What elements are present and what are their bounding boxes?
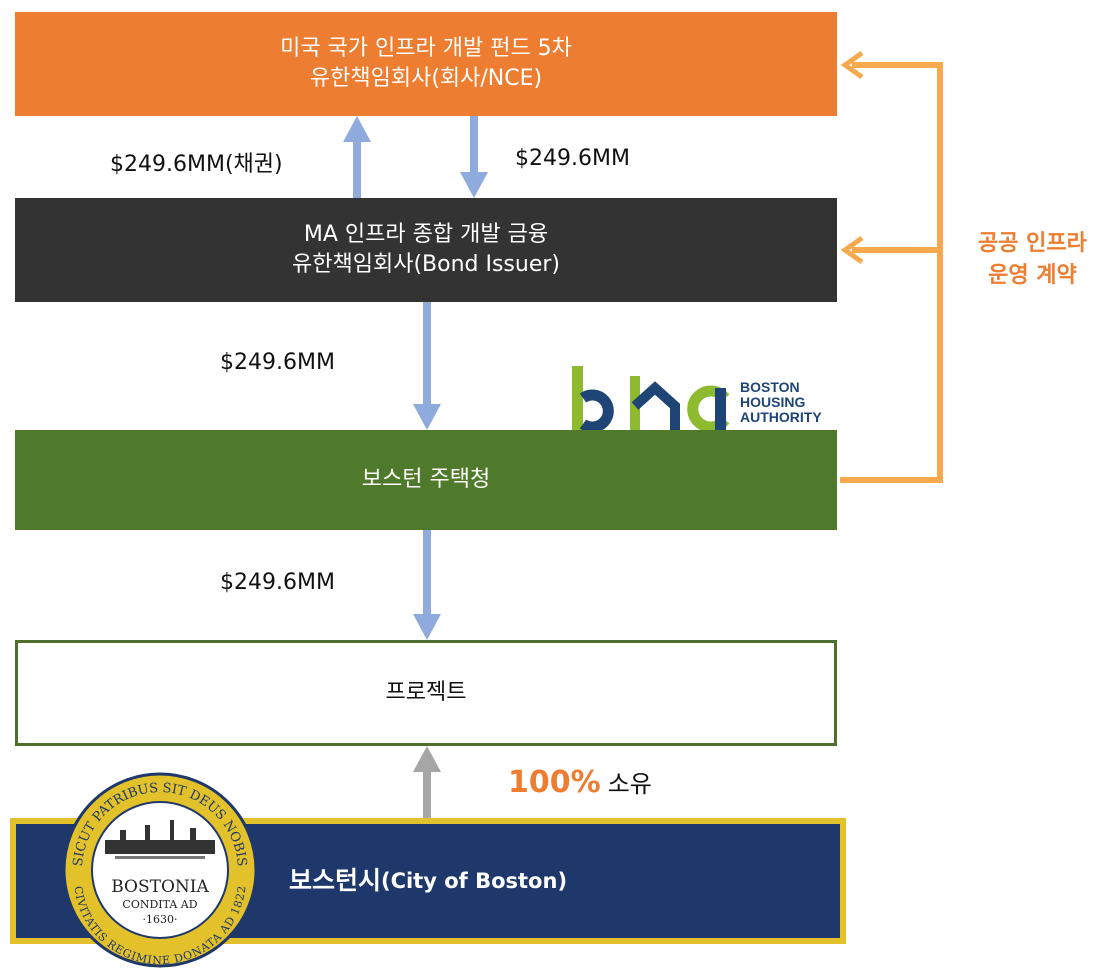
bha-logo: BOSTON HOUSING AUTHORITY xyxy=(570,366,838,430)
bha-logo-mark xyxy=(572,366,730,430)
bha-to-project-amount: $249.6MM xyxy=(220,570,335,595)
issuer-to-bha-amount: $249.6MM xyxy=(220,350,335,375)
project-box: 프로젝트 xyxy=(15,640,837,746)
arrow-bha-to-project xyxy=(413,530,441,640)
contract-line1: 공공 인프라 xyxy=(978,231,1087,256)
bond-amount: $249.6MM(채권) xyxy=(110,152,283,177)
arrow-bond-up xyxy=(343,116,371,198)
nce-name: 미국 국가 인프라 개발 펀드 5차 xyxy=(280,36,572,61)
svg-text:CONDITA AD: CONDITA AD xyxy=(122,898,197,911)
issuer-type: 유한책임회사(Bond Issuer) xyxy=(292,252,560,277)
contract-label: 공공 인프라 운영 계약 xyxy=(978,228,1087,292)
bha-logo-line1: BOSTON xyxy=(740,379,800,395)
loan-amount: $249.6MM xyxy=(515,146,630,171)
city-label: 보스턴시 xyxy=(288,866,381,895)
svg-text:BOSTONIA: BOSTONIA xyxy=(111,877,209,897)
city-label-en: (City of Boston) xyxy=(380,869,568,893)
ownership-percent: 100% xyxy=(508,765,601,800)
contract-line2: 운영 계약 xyxy=(988,263,1077,288)
project-label: 프로젝트 xyxy=(385,680,467,705)
contract-loop xyxy=(840,50,943,483)
issuer-box: MA 인프라 종합 개발 금융 유한책임회사(Bond Issuer) xyxy=(15,198,837,302)
svg-text:·1630·: ·1630· xyxy=(143,913,178,926)
bha-logo-line2: HOUSING xyxy=(740,394,806,410)
bha-label: 보스턴 주택청 xyxy=(361,467,491,492)
bha-logo-line3: AUTHORITY xyxy=(740,409,822,425)
boston-seal-icon: SICUT PATRIBUS SIT DEUS NOBIS CIVITATIS … xyxy=(62,772,258,968)
nce-type: 유한책임회사(회사/NCE) xyxy=(309,66,543,91)
bha-box: 보스턴 주택청 xyxy=(15,430,837,530)
arrow-issuer-to-bha xyxy=(413,302,441,430)
ownership-text: 소유 xyxy=(607,770,652,798)
ownership-label: 100% 소유 xyxy=(508,764,652,800)
arrow-city-to-project xyxy=(413,746,441,818)
nce-box: 미국 국가 인프라 개발 펀드 5차 유한책임회사(회사/NCE) xyxy=(15,12,837,116)
arrow-loan-down xyxy=(460,116,488,198)
issuer-name: MA 인프라 종합 개발 금융 xyxy=(303,222,549,247)
